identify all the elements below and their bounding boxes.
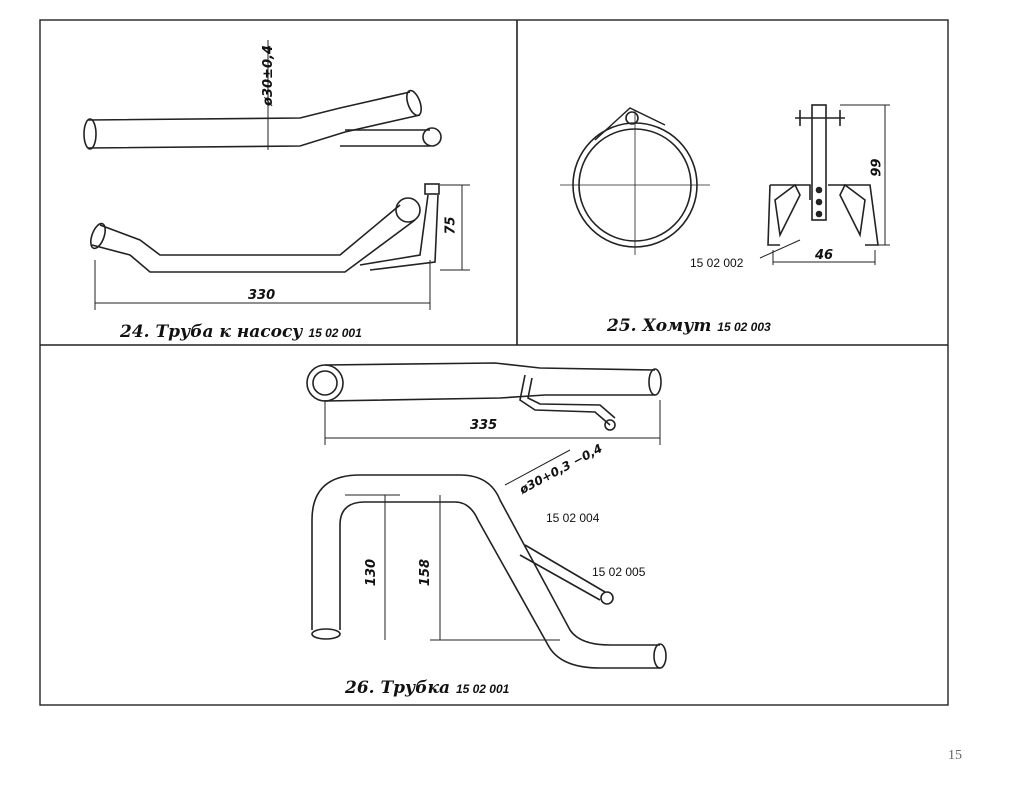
dimension-330: 330 <box>248 288 276 303</box>
callout-15-02-004: 15 02 004 <box>546 511 600 525</box>
figure-title: Хомут <box>642 316 712 336</box>
figure-title: Трубка <box>380 678 451 698</box>
dimension-158: 158 <box>418 558 434 587</box>
pipe-26-side-view <box>311 449 667 669</box>
figure-title: Труба к насосу <box>155 322 303 342</box>
page-number: 15 <box>948 748 962 763</box>
clamp-25-front <box>560 107 710 255</box>
figure-26-caption: 26. Трубка 15 02 001 <box>345 678 509 698</box>
clamp-25-side <box>759 104 890 265</box>
figure-number: 26. <box>345 678 375 698</box>
part-number: 15 02 001 <box>308 326 362 340</box>
pipe-26-top-view <box>306 362 662 445</box>
dimension-diameter-24: ø30±0,4 <box>260 45 276 106</box>
figure-25-caption: 25. Хомут 15 02 003 <box>607 316 771 336</box>
figure-number: 25. <box>607 316 637 336</box>
pipe-24-side-view <box>90 183 470 310</box>
dimension-335: 335 <box>470 418 498 433</box>
pipe-24-top-view <box>83 40 442 150</box>
dimension-46: 46 <box>815 248 834 263</box>
callout-15-02-002: 15 02 002 <box>690 256 744 270</box>
frame <box>39 19 949 706</box>
figure-24-caption: 24. Труба к насосу 15 02 001 <box>120 322 362 342</box>
dimension-75: 75 <box>443 216 459 235</box>
callout-15-02-005: 15 02 005 <box>592 565 646 579</box>
figure-number: 24. <box>120 322 150 342</box>
part-number: 15 02 003 <box>717 320 771 334</box>
dimension-130: 130 <box>364 558 380 587</box>
dimension-66: 66 <box>866 158 882 177</box>
part-number: 15 02 001 <box>455 682 510 696</box>
